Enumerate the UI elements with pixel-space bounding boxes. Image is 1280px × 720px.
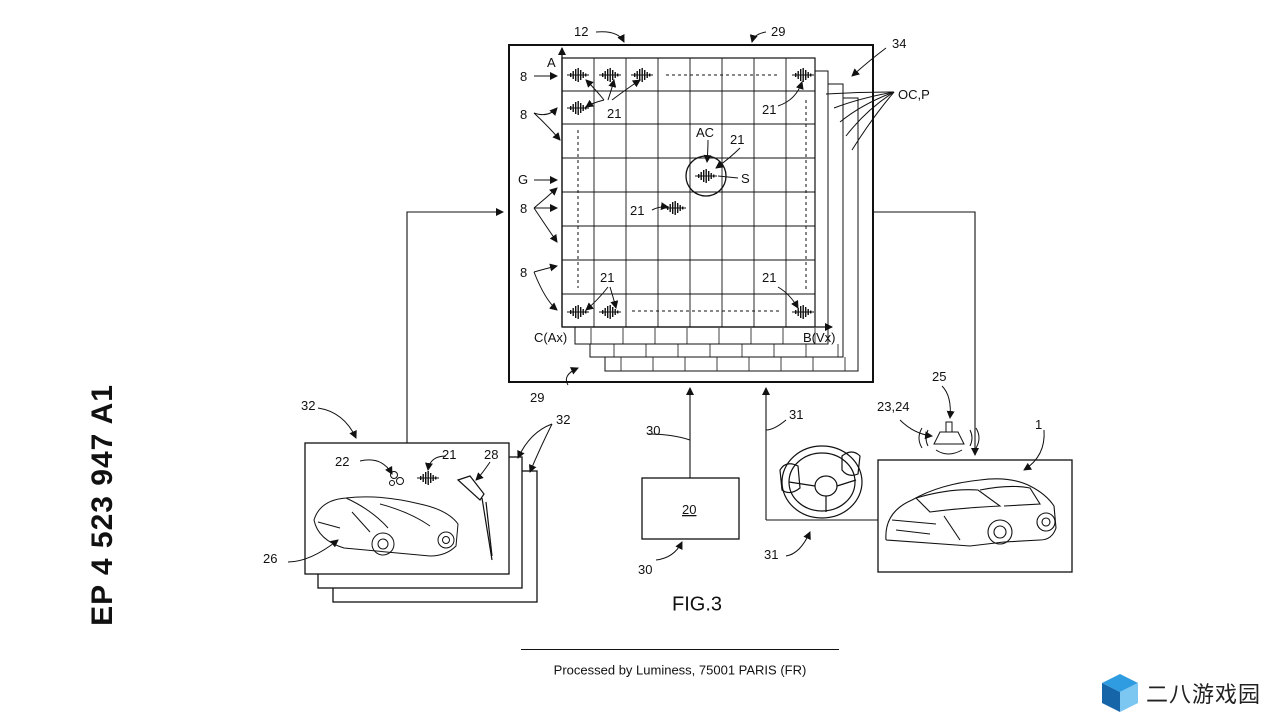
ref-31: 31	[789, 407, 803, 422]
ref-21: 21	[442, 447, 456, 462]
reference-labels: 12 29 34 A G C(Ax) B(Vx) 8 8 8 8 21 21 2…	[263, 24, 1042, 577]
layer-brick-texture	[575, 328, 858, 372]
leader-25	[941, 385, 955, 419]
ref-25: 25	[932, 369, 946, 384]
dashed-guides	[577, 74, 807, 312]
ref-8: 8	[520, 107, 527, 122]
ref-S: S	[741, 171, 750, 186]
footer-text: Processed by Luminess, 75001 PARIS (FR)	[553, 662, 807, 678]
processor-block	[641, 477, 740, 540]
ref-23-24: 23,24	[877, 399, 910, 414]
ref-8: 8	[520, 69, 527, 84]
ref-31: 31	[764, 547, 778, 562]
axis-G: G	[518, 172, 528, 187]
steering-wheel-icon	[779, 445, 863, 519]
gear-icon	[389, 471, 404, 486]
leader-1	[1023, 429, 1045, 471]
ref-29-top: 29	[771, 24, 785, 39]
ref-21: 21	[630, 203, 644, 218]
watermark: 二八游戏园	[1100, 672, 1261, 714]
s-leader	[717, 175, 739, 179]
car-sketch	[885, 478, 1057, 547]
ref-OCP: OC,P	[898, 87, 930, 102]
cube-logo-icon	[1102, 674, 1138, 712]
speaker-icon	[918, 421, 980, 455]
ocp-fan	[825, 91, 895, 151]
grid-axes	[558, 47, 833, 331]
vehicle-box	[877, 459, 1073, 573]
figure-label: FIG.3	[671, 593, 723, 616]
card-car-sketch	[313, 496, 459, 557]
ref-8: 8	[520, 201, 527, 216]
leader-2324	[899, 419, 933, 440]
footer-rule	[521, 649, 839, 650]
leader-31	[785, 531, 811, 557]
axis-C: C(Ax)	[534, 330, 567, 345]
ref-30: 30	[638, 562, 652, 577]
watermark-text: 二八游戏园	[1146, 683, 1262, 708]
ref-1: 1	[1035, 417, 1042, 432]
axis-A: A	[547, 55, 556, 70]
ref-28: 28	[484, 447, 498, 462]
ref-21: 21	[607, 106, 621, 121]
microphone-icon	[456, 475, 493, 561]
ref-12: 12	[574, 24, 588, 39]
axis-B: B(Vx)	[803, 330, 836, 345]
ref-32: 32	[301, 398, 315, 413]
ref-8: 8	[520, 265, 527, 280]
ref-29-bottom: 29	[530, 390, 544, 405]
ref-30: 30	[646, 423, 660, 438]
ref-21: 21	[600, 270, 614, 285]
ref-32: 32	[556, 412, 570, 427]
audio-grid	[561, 57, 816, 328]
ref-26: 26	[263, 551, 277, 566]
ref-34: 34	[892, 36, 906, 51]
ref-21: 21	[762, 270, 776, 285]
ref-21: 21	[762, 102, 776, 117]
publication-number: EP 4 523 947 A1	[86, 384, 119, 626]
connectors	[406, 208, 979, 521]
ref-21: 21	[730, 132, 744, 147]
leader-lines	[533, 31, 887, 386]
leader-30	[655, 541, 683, 561]
ref-20: 20	[682, 502, 696, 517]
ref-AC: AC	[696, 125, 714, 140]
ref-22: 22	[335, 454, 349, 469]
